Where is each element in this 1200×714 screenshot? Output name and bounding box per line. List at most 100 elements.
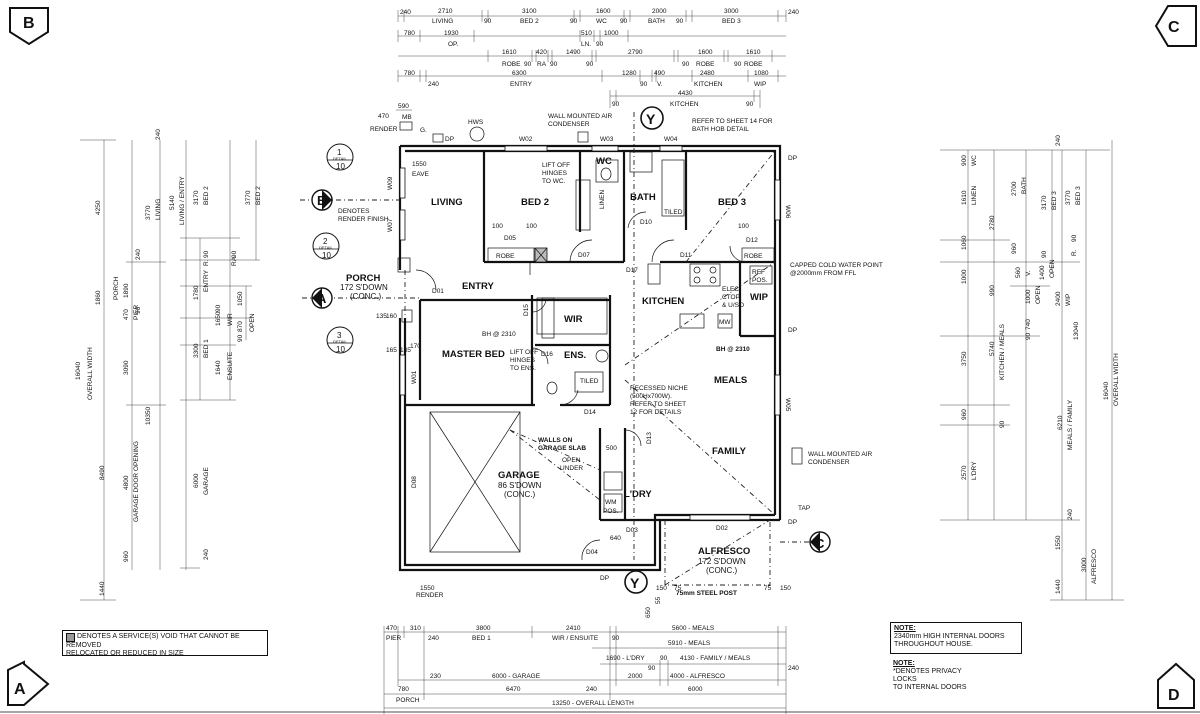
svg-text:WC: WC — [971, 155, 978, 166]
section-marker-d[interactable]: D — [1157, 662, 1195, 709]
svg-text:240: 240 — [428, 635, 439, 642]
svg-text:WALLS ON: WALLS ON — [538, 437, 573, 444]
svg-text:WM: WM — [605, 499, 617, 506]
note-door-height-line1: 2340mm HIGH INTERNAL DOORS — [894, 633, 1005, 640]
svg-text:640: 640 — [610, 535, 621, 542]
section-marker-c-top[interactable]: C — [1154, 5, 1197, 47]
svg-text:90: 90 — [640, 81, 648, 88]
room-garage: GARAGE — [498, 470, 540, 481]
svg-text:1610: 1610 — [502, 49, 517, 56]
svg-text:2780: 2780 — [989, 215, 996, 230]
door-d10: D10 — [640, 219, 652, 226]
svg-text:KITCHEN: KITCHEN — [670, 101, 699, 108]
detail-callout-1[interactable]: 1 DETAIL 10 — [326, 143, 354, 171]
svg-text:2480: 2480 — [700, 70, 715, 77]
svg-text:DENOTES: DENOTES — [338, 208, 370, 215]
svg-text:160: 160 — [386, 313, 397, 320]
right-dimensions: 900 WC 1610 LINEN 2700 BATH 3170 BED 3 3… — [940, 135, 1124, 601]
svg-text:MEALS / FAMILY: MEALS / FAMILY — [1067, 399, 1074, 450]
svg-text:90: 90 — [682, 61, 690, 68]
svg-text:420: 420 — [536, 49, 547, 56]
svg-text:TAP: TAP — [798, 505, 810, 512]
svg-text:1440: 1440 — [99, 581, 106, 596]
svg-text:C: C — [815, 536, 825, 551]
section-marker-c-top-label: C — [1168, 19, 1180, 36]
door-d14: D14 — [584, 409, 596, 416]
svg-text:5740: 5740 — [989, 341, 996, 356]
room-bed3: BED 3 — [718, 197, 746, 208]
section-marker-y-top[interactable]: Y — [640, 106, 664, 130]
svg-text:90: 90 — [524, 61, 532, 68]
svg-text:55: 55 — [655, 596, 662, 604]
section-marker-c-plan[interactable]: C — [809, 531, 831, 553]
svg-text:RENDER: RENDER — [370, 126, 398, 133]
svg-text:WIP: WIP — [1065, 294, 1072, 306]
svg-text:1000: 1000 — [961, 269, 968, 284]
svg-text:GARAGE DOOR OPENING: GARAGE DOOR OPENING — [133, 441, 140, 522]
svg-text:135: 135 — [400, 347, 411, 354]
svg-text:BATH HOB DETAIL: BATH HOB DETAIL — [692, 126, 749, 133]
svg-text:V.: V. — [657, 81, 663, 88]
left-dimensions: 4250 3770 LIVING 5140 LIVING / ENTRY 317… — [75, 129, 262, 601]
svg-text:1550: 1550 — [420, 585, 435, 592]
svg-text:GARAGE: GARAGE — [203, 467, 210, 495]
note-privacy-locks-title: NOTE: — [893, 660, 915, 667]
svg-text:1890: 1890 — [123, 283, 130, 298]
svg-text:ELEC: ELEC — [722, 286, 739, 293]
svg-text:960: 960 — [123, 551, 130, 562]
svg-text:90: 90 — [734, 61, 742, 68]
svg-text:90: 90 — [570, 18, 578, 25]
svg-text:LN.: LN. — [581, 41, 591, 48]
svg-text:240: 240 — [1067, 509, 1074, 520]
svg-text:OVERALL WIDTH: OVERALL WIDTH — [1113, 353, 1120, 406]
door-d08: D08 — [411, 476, 418, 488]
svg-text:1550: 1550 — [1055, 535, 1062, 550]
svg-text:240: 240 — [586, 686, 597, 693]
window-w06: W06 — [784, 205, 791, 219]
section-marker-b-plan[interactable]: B — [311, 189, 333, 211]
svg-text:240: 240 — [428, 81, 439, 88]
detail-callout-3[interactable]: 3 DETAIL 10 — [326, 326, 354, 354]
svg-text:GARAGE SLAB: GARAGE SLAB — [538, 445, 586, 452]
svg-text:3770: 3770 — [1065, 190, 1072, 205]
window-w03: W03 — [600, 136, 614, 143]
section-marker-a-label: A — [14, 681, 26, 698]
service-void-legend: DENOTES A SERVICE(S) VOID THAT CANNOT BE… — [62, 630, 268, 657]
svg-text:8490: 8490 — [99, 465, 106, 480]
svg-text:V.: V. — [1025, 270, 1032, 276]
svg-text:TO ENS.: TO ENS. — [510, 365, 536, 372]
svg-text:HINGES: HINGES — [542, 170, 568, 177]
top-dimensions: 240 2710 LIVING 90 3100 BED 2 90 1600 WC… — [397, 8, 799, 108]
svg-text:KITCHEN / MEALS: KITCHEN / MEALS — [999, 323, 1006, 380]
svg-text:BH @ 2310: BH @ 2310 — [482, 331, 516, 338]
svg-text:HWS: HWS — [468, 119, 484, 126]
note-door-height-title: NOTE: — [894, 625, 916, 632]
svg-text:WIR: WIR — [227, 313, 234, 326]
svg-text:LIFT OFF: LIFT OFF — [510, 349, 538, 356]
svg-text:5600 - MEALS: 5600 - MEALS — [672, 625, 715, 632]
section-marker-d-label: D — [1168, 687, 1180, 704]
room-wc: WC — [596, 156, 612, 167]
detail-callout-2[interactable]: 2 DETAIL 10 — [312, 232, 340, 260]
svg-text:90: 90 — [999, 420, 1006, 428]
section-marker-a-plan[interactable]: A — [311, 287, 333, 309]
svg-text:PIER: PIER — [386, 635, 401, 642]
svg-text:UNDER: UNDER — [560, 465, 583, 472]
svg-text:3300: 3300 — [193, 343, 200, 358]
svg-text:MW: MW — [719, 319, 731, 326]
section-marker-y-bottom[interactable]: Y — [624, 570, 648, 594]
svg-text:16040: 16040 — [75, 362, 82, 380]
shower-icon — [661, 159, 685, 217]
window-w07: W07 — [387, 218, 394, 232]
room-entry: ENTRY — [462, 281, 495, 292]
section-marker-a[interactable]: A — [7, 660, 50, 706]
svg-text:960: 960 — [961, 409, 968, 420]
svg-text:90: 90 — [231, 250, 238, 258]
svg-text:OPEN: OPEN — [249, 313, 256, 332]
svg-text:2000: 2000 — [652, 8, 667, 15]
svg-text:90: 90 — [746, 101, 754, 108]
svg-text:ENSUITE: ENSUITE — [227, 351, 234, 380]
section-marker-b[interactable]: B — [9, 7, 49, 46]
legend-text-1: DENOTES A SERVICE(S) VOID THAT CANNOT BE… — [66, 633, 240, 649]
svg-text:BED 1: BED 1 — [472, 635, 491, 642]
